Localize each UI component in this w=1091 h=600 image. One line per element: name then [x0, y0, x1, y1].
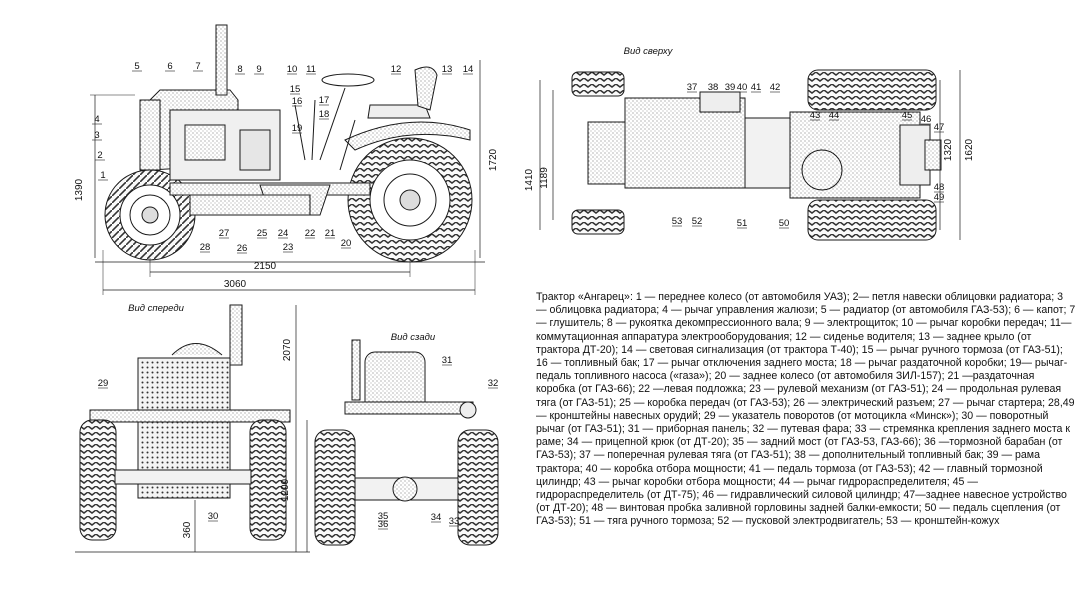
- rear-view-title: Вид сзади: [391, 332, 436, 343]
- front-callout-29: 29: [98, 378, 109, 389]
- rear-callout-34: 34: [431, 512, 442, 523]
- top-callout-52: 52: [692, 216, 703, 227]
- rear-callout-31: 31: [442, 355, 453, 366]
- top-callout-44: 44: [829, 110, 840, 121]
- rear-callout-36: 36: [378, 519, 389, 530]
- rear-view: [314, 339, 499, 546]
- top-callout-49: 49: [934, 192, 945, 203]
- side-callout-20: 20: [341, 238, 352, 249]
- dim-2150: 2150: [254, 261, 277, 272]
- side-callout-1: 1: [100, 170, 105, 181]
- top-callout-38: 38: [708, 82, 719, 93]
- side-callout-2: 2: [97, 150, 102, 161]
- side-callout-5: 5: [134, 61, 139, 72]
- side-callout-18: 18: [319, 109, 330, 120]
- side-callout-23: 23: [283, 242, 294, 253]
- dim-1390: 1390: [74, 178, 85, 201]
- top-callout-40: 40: [737, 82, 748, 93]
- side-callout-7: 7: [195, 61, 200, 72]
- top-view-title: Вид сверху: [624, 46, 674, 57]
- front-callout-30: 30: [208, 511, 219, 522]
- rear-callout-35: 35: [378, 511, 389, 522]
- dim-1720: 1720: [488, 148, 499, 171]
- top-callout-53: 53: [672, 216, 683, 227]
- caption-text: 1 — переднее колесо (от автомобиля УАЗ);…: [536, 291, 1076, 528]
- side-callout-4: 4: [94, 114, 99, 125]
- dim-360: 360: [182, 521, 193, 538]
- dim-1320: 1320: [943, 138, 954, 161]
- top-callout-45: 45: [902, 110, 913, 121]
- dim-1200: 1200: [280, 478, 291, 501]
- top-callout-43: 43: [810, 110, 821, 121]
- side-callout-19: 19: [292, 123, 303, 134]
- side-callout-28: 28: [200, 242, 211, 253]
- side-callout-25: 25: [257, 228, 268, 239]
- side-callout-3: 3: [94, 130, 99, 141]
- side-callout-22: 22: [305, 228, 316, 239]
- side-callout-21: 21: [325, 228, 336, 239]
- legend-caption: Трактор «Ангарец»: 1 — переднее колесо (…: [536, 291, 1076, 591]
- top-view: [539, 69, 961, 241]
- side-callout-16: 16: [292, 96, 303, 107]
- side-view: [90, 24, 485, 295]
- front-view-title: Вид спереди: [128, 303, 184, 314]
- rear-callout-33: 33: [449, 516, 460, 527]
- caption-title: Трактор «Ангарец»:: [536, 291, 633, 303]
- dim-3060: 3060: [224, 279, 247, 290]
- side-callout-13: 13: [442, 64, 453, 75]
- side-callout-26: 26: [237, 243, 248, 254]
- rear-wheel: [347, 137, 473, 263]
- dim-1189: 1189: [539, 167, 550, 189]
- side-callout-14: 14: [463, 64, 474, 75]
- rear-callout-32: 32: [488, 378, 499, 389]
- side-callout-6: 6: [167, 61, 172, 72]
- side-callout-24: 24: [278, 228, 289, 239]
- side-callout-15: 15: [290, 84, 301, 95]
- dim-2070: 2070: [282, 338, 293, 361]
- dim-1620: 1620: [964, 138, 975, 161]
- top-callout-48: 48: [934, 182, 945, 193]
- dim-1410: 1410: [524, 168, 535, 191]
- side-callout-12: 12: [391, 64, 402, 75]
- side-callout-27: 27: [219, 228, 230, 239]
- side-callout-11: 11: [306, 64, 316, 75]
- top-callout-39: 39: [725, 82, 736, 93]
- top-callout-41: 41: [751, 82, 762, 93]
- top-callout-51: 51: [737, 218, 748, 229]
- top-callout-37: 37: [687, 82, 698, 93]
- side-callout-10: 10: [287, 64, 298, 75]
- side-callout-9: 9: [256, 64, 261, 75]
- front-callouts: 29 30: [98, 378, 219, 522]
- top-callout-50: 50: [779, 218, 790, 229]
- side-callout-8: 8: [237, 64, 242, 75]
- top-callout-47: 47: [934, 122, 945, 133]
- front-view: [75, 304, 310, 553]
- top-callout-46: 46: [921, 114, 932, 125]
- top-callout-42: 42: [770, 82, 781, 93]
- side-callout-17: 17: [319, 95, 330, 106]
